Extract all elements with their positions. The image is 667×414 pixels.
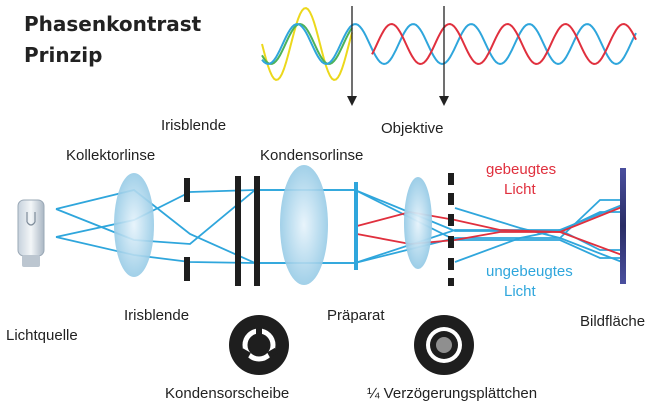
label-objektive: Objektive [381, 120, 444, 137]
condenser-lens [280, 165, 328, 285]
label-praeparat: Präparat [327, 307, 385, 324]
phase-plate [448, 173, 454, 286]
label-bildflaeche: Bildfläche [580, 313, 645, 330]
phase-ring-icon [414, 315, 474, 375]
label-kollektorlinse: Kollektorlinse [66, 147, 155, 164]
iris-diaphragm-2 [235, 176, 260, 286]
wave-yellow [261, 7, 353, 81]
label-gebeugtes-2: Licht [504, 181, 537, 198]
arrow-down-icon [347, 6, 357, 106]
title-line-1: Phasenkontrast [24, 12, 202, 36]
label-irisblende-bottom: Irisblende [124, 307, 189, 324]
label-irisblende-top: Irisblende [161, 117, 226, 134]
collector-lens [114, 173, 154, 277]
objective-lens [404, 177, 432, 269]
condenser-disc-icon [229, 315, 289, 375]
wave-illustration [261, 7, 637, 81]
image-plane [620, 168, 626, 284]
label-ungebeugtes-2: Licht [504, 283, 537, 300]
label-lichtquelle: Lichtquelle [6, 327, 78, 344]
label-kondensorlinse: Kondensorlinse [260, 147, 363, 164]
lamp-icon [17, 199, 45, 267]
wave-green [261, 22, 353, 65]
label-ungebeugtes-1: ungebeugtes [486, 263, 573, 280]
label-gebeugtes-1: gebeugtes [486, 161, 556, 178]
specimen-slide [354, 182, 358, 270]
iris-diaphragm-1 [184, 178, 190, 281]
diffracted-rays [356, 206, 623, 256]
label-kondensorscheibe: Kondensorscheibe [165, 385, 289, 402]
title-line-2: Prinzip [24, 43, 102, 67]
wave-red [371, 22, 637, 66]
wave-blue [261, 23, 637, 66]
arrow-down-icon [439, 6, 449, 106]
label-verzoegerung: ¼ Verzögerungsplättchen [367, 385, 537, 402]
